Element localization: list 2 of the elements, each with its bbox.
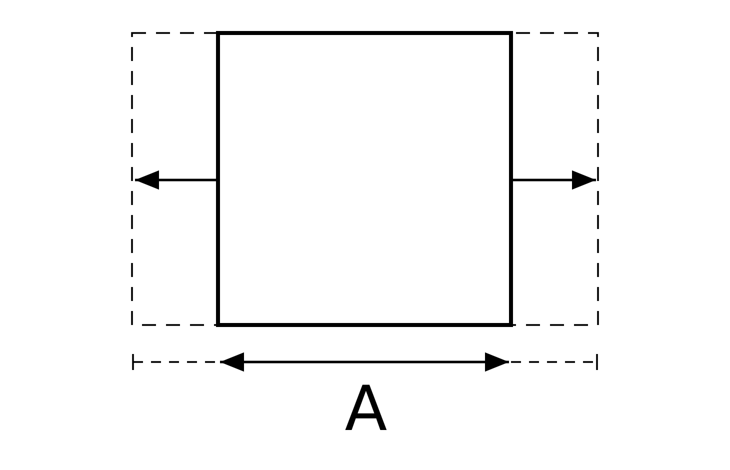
dimension-label: A (344, 378, 388, 440)
square (216, 31, 513, 327)
